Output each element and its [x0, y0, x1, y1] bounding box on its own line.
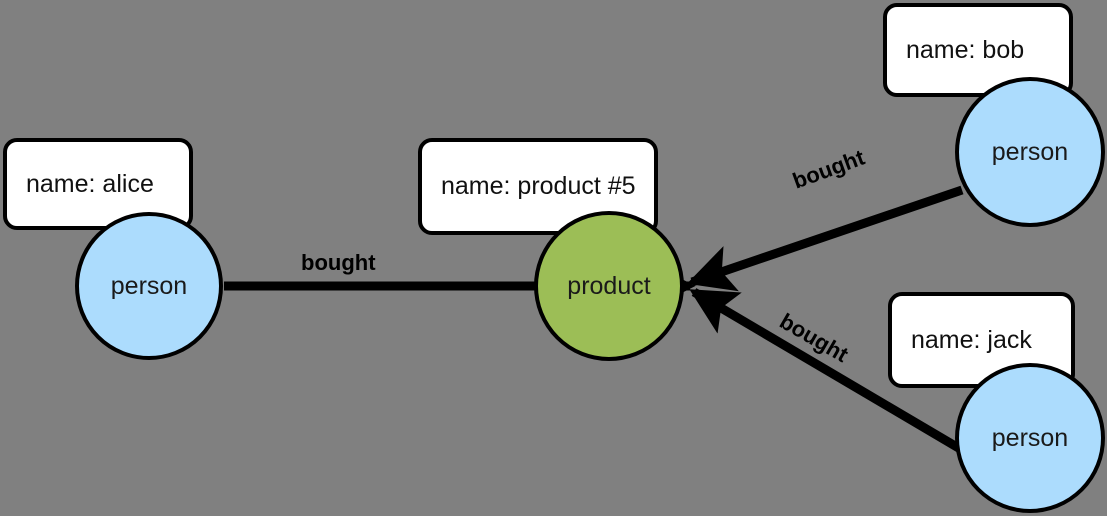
tooltip-text: name: jack — [911, 325, 1032, 354]
node-label: person — [991, 423, 1069, 452]
edge-label-alice-product: bought — [301, 250, 376, 275]
edge-jack-product — [689, 288, 965, 454]
node-label: person — [991, 137, 1069, 166]
graph-node-product[interactable]: product — [534, 211, 684, 361]
edge-bob-product — [686, 185, 964, 292]
tooltip-text: name: product #5 — [441, 172, 636, 200]
node-label: product — [567, 271, 651, 300]
graph-node-alice[interactable]: person — [75, 212, 223, 360]
graph-node-jack[interactable]: person — [955, 363, 1105, 513]
tooltip-text: name: alice — [26, 169, 154, 198]
node-label: person — [110, 271, 188, 300]
tooltip-text: name: bob — [906, 35, 1025, 64]
graph-node-bob[interactable]: person — [955, 77, 1105, 227]
